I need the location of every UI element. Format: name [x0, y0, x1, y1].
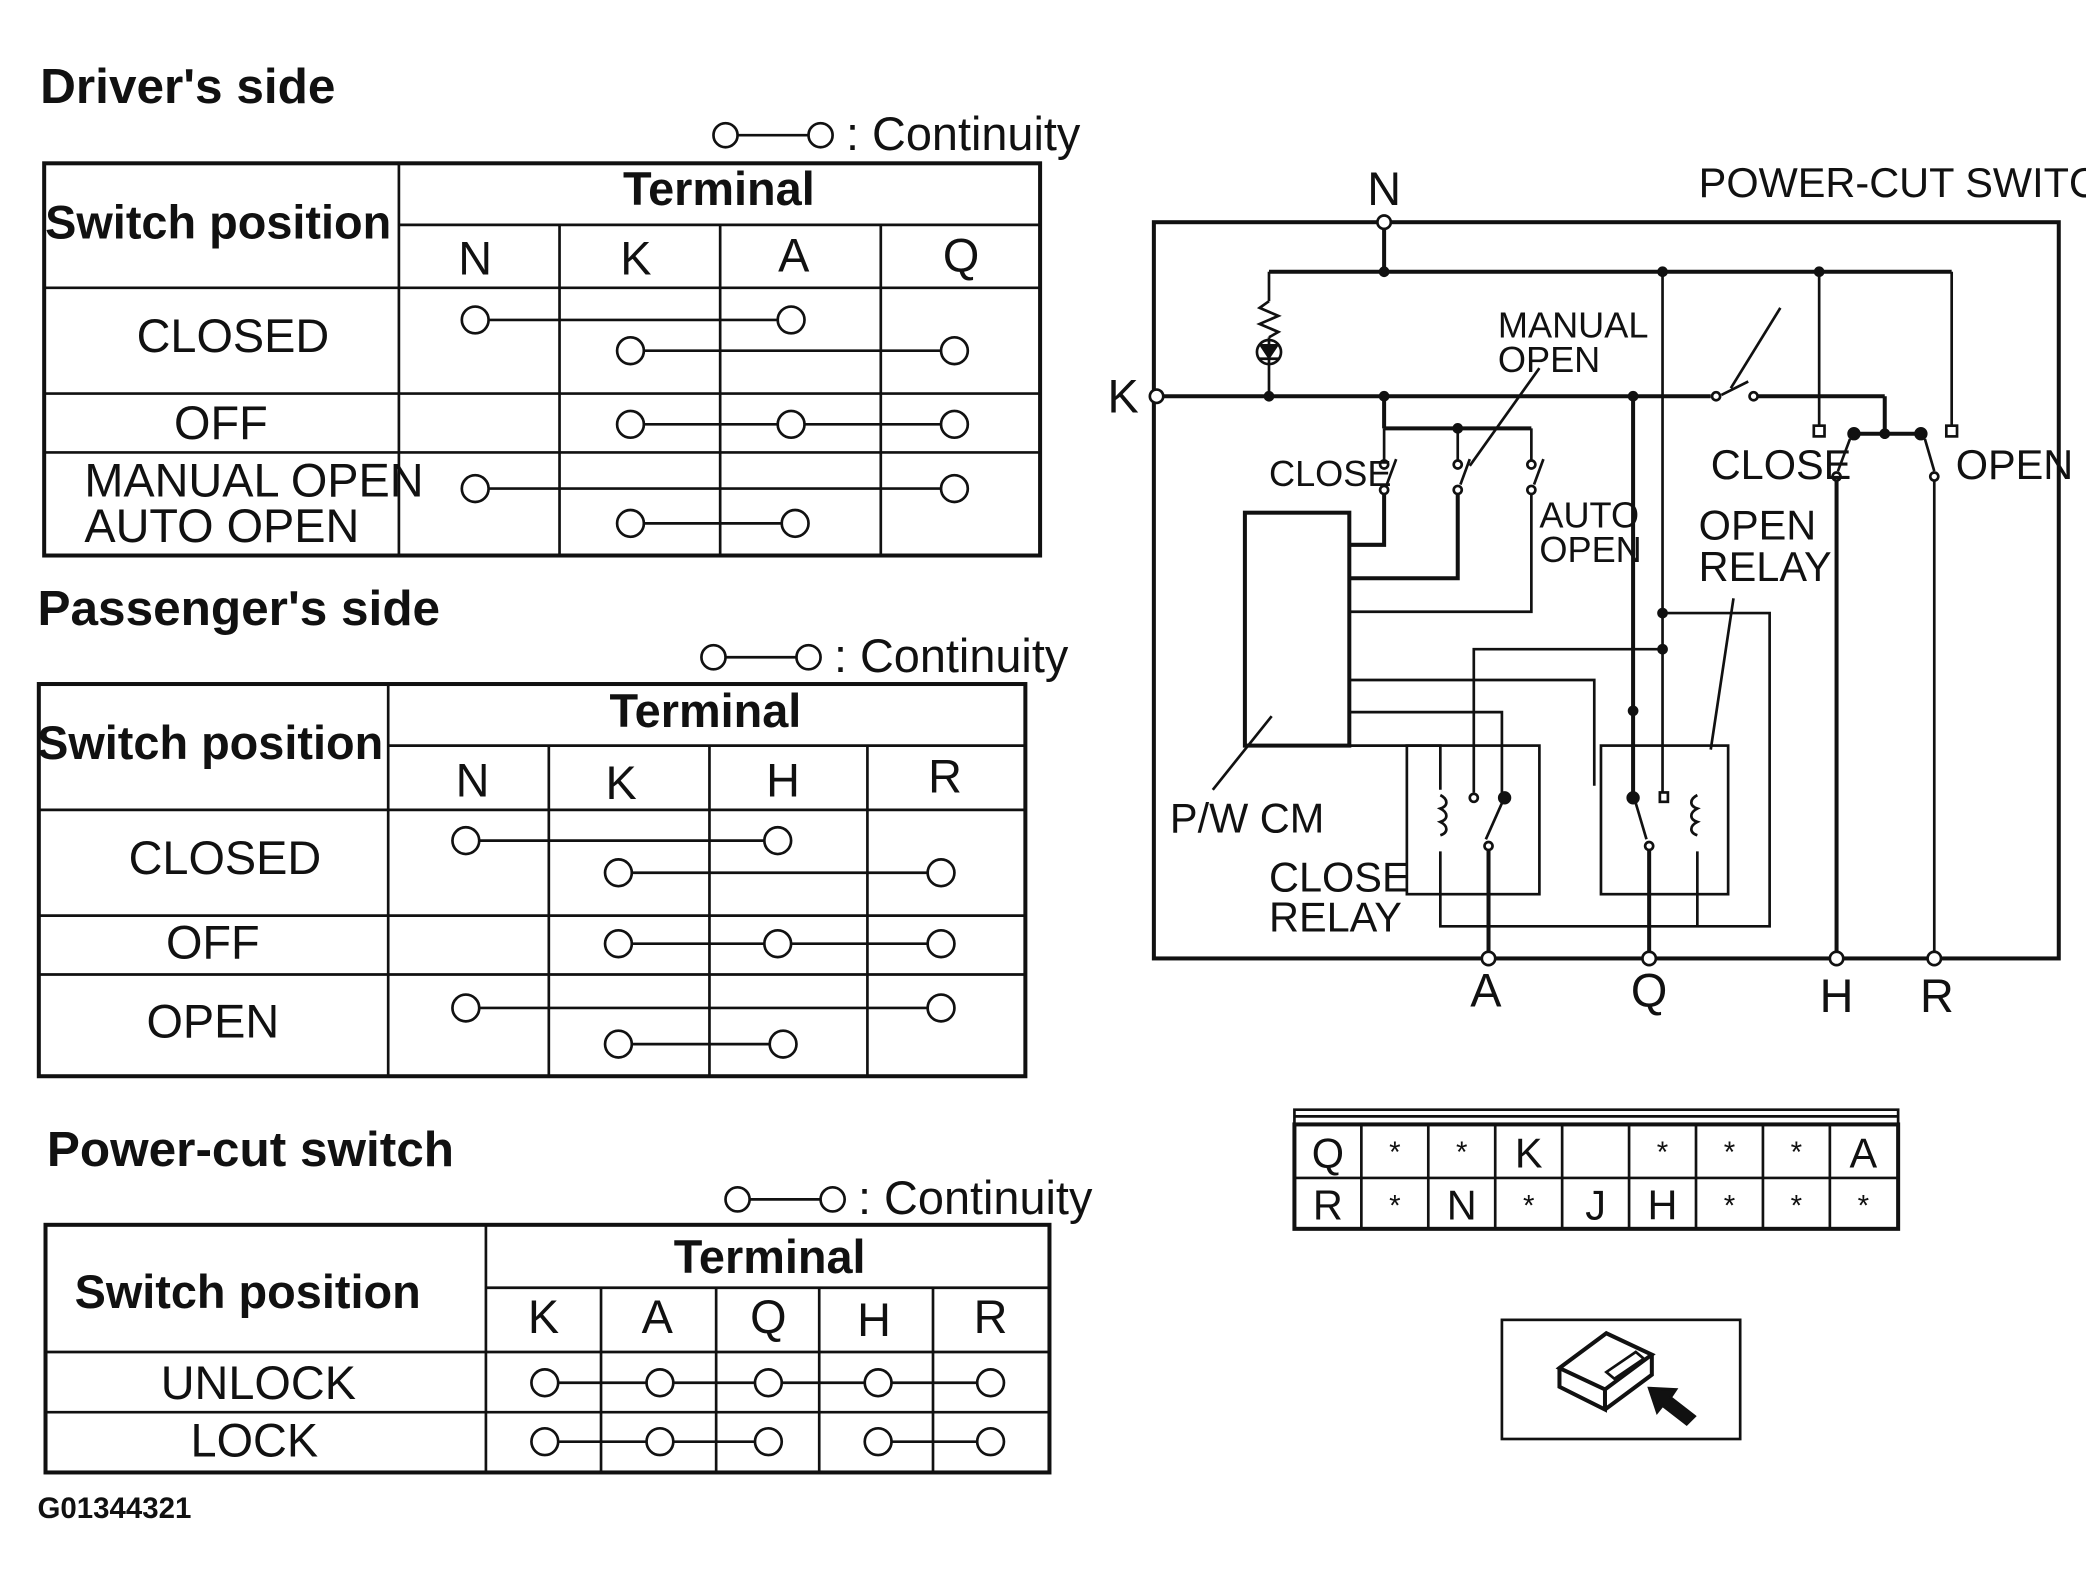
terminal-n-label: N [1367, 163, 1401, 215]
passenger-table: Switch position Terminal N K H R CLOSED … [36, 682, 1028, 1079]
powercut-table-title: Power-cut switch [47, 1122, 454, 1177]
connector-locator-icon [1500, 1318, 1742, 1441]
passenger-terminal-k: K [605, 757, 636, 809]
connector-pin-1-7: * [1724, 1136, 1735, 1169]
open-right-label: OPEN [1956, 441, 2074, 488]
close-relay-box [1405, 744, 1541, 896]
pw-cm-label: P/W CM [1170, 795, 1324, 842]
terminal-n [1376, 214, 1393, 231]
svg-text:: Continuity: : Continuity [834, 630, 1069, 682]
driver-row-manual-open: MANUAL OPEN [84, 455, 423, 507]
driver-table: Switch position Terminal N K A Q CLOSED … [42, 161, 1043, 558]
powercut-terminal-h: H [857, 1294, 891, 1346]
figure-code: G01344321 [37, 1492, 191, 1525]
driver-table-title: Driver's side [40, 59, 335, 114]
driver-row-auto-open: AUTO OPEN [84, 500, 359, 552]
passenger-row-off: OFF [166, 916, 260, 968]
svg-text:: Continuity: : Continuity [846, 108, 1081, 160]
powercut-row-unlock: UNLOCK [161, 1357, 356, 1409]
manual-open-label-2: OPEN [1498, 339, 1600, 380]
connector-pin-1-1: Q [1312, 1129, 1344, 1176]
continuity-legend-passenger: : Continuity [700, 630, 1069, 682]
connector-pin-2-9: * [1858, 1189, 1869, 1222]
terminal-a-label: A [1470, 965, 1502, 1017]
pw-cm-module [1242, 510, 1352, 748]
connector-pin-2-5: J [1585, 1181, 1606, 1228]
terminal-h-label: H [1820, 970, 1854, 1022]
connector-pin-1-4: K [1515, 1129, 1543, 1176]
connector-pin-2-2: * [1389, 1189, 1400, 1222]
driver-terminal-a: A [778, 230, 810, 282]
connector-pin-2-6: H [1648, 1181, 1678, 1228]
close-right-label: CLOSE [1711, 441, 1852, 488]
passenger-terminal-h: H [766, 754, 800, 806]
powercut-terminal-a: A [642, 1291, 674, 1343]
connector-pin-2-4: * [1523, 1189, 1534, 1222]
open-relay-label-2: RELAY [1699, 543, 1832, 590]
passenger-terminal-header: Terminal [610, 685, 802, 737]
auto-open-label-2: OPEN [1539, 529, 1641, 570]
terminal-q-label: Q [1631, 965, 1667, 1017]
close-switch-label: CLOSE [1269, 453, 1391, 494]
passenger-switch-position-header: Switch position [37, 717, 383, 769]
manual-open-label-1: MANUAL [1498, 304, 1649, 345]
driver-continuity-marks [460, 305, 970, 539]
terminal-q [1641, 950, 1658, 967]
power-cut-switch-label: POWER-CUT SWITCH [1699, 159, 2086, 206]
powercut-switch-position-header: Switch position [75, 1266, 421, 1318]
driver-switch-position-header: Switch position [45, 196, 391, 248]
passenger-row-closed: CLOSED [129, 832, 322, 884]
driver-terminal-header: Terminal [623, 163, 815, 215]
powercut-row-lock: LOCK [191, 1414, 319, 1466]
driver-terminal-q: Q [943, 230, 979, 282]
terminal-r [1926, 950, 1943, 967]
close-relay-label-2: RELAY [1269, 894, 1402, 941]
connector-pin-2-7: * [1724, 1189, 1735, 1222]
passenger-terminal-n: N [456, 754, 490, 806]
continuity-legend-powercut: : Continuity [724, 1172, 1093, 1224]
connector-pin-1-3: * [1456, 1136, 1467, 1169]
open-relay-label-1: OPEN [1699, 501, 1817, 548]
driver-terminal-n: N [458, 232, 492, 284]
continuity-legend-driver: : Continuity [712, 108, 1081, 160]
passenger-table-title: Passenger's side [37, 581, 440, 636]
connector-pin-1-9: A [1849, 1129, 1877, 1176]
passenger-continuity-marks [451, 825, 956, 1059]
powercut-terminal-q: Q [750, 1291, 786, 1343]
driver-terminal-k: K [620, 232, 651, 284]
terminal-k-label: K [1107, 370, 1138, 422]
driver-row-closed: CLOSED [137, 310, 330, 362]
connector-pin-1-6: * [1657, 1136, 1668, 1169]
schematic: N K A Q H R POWER-CUT SWITCH MANUAL OPEN… [1107, 159, 2086, 1022]
connector-pin-1-8: * [1791, 1136, 1802, 1169]
passenger-row-open: OPEN [146, 995, 279, 1047]
powercut-terminal-k: K [528, 1291, 559, 1343]
powercut-continuity-marks [530, 1368, 1006, 1457]
passenger-terminal-r: R [928, 750, 962, 802]
schematic-outline [1151, 220, 2061, 961]
terminal-h [1828, 950, 1845, 967]
connector-pin-1-2: * [1389, 1136, 1400, 1169]
powercut-terminal-header: Terminal [674, 1231, 866, 1283]
diode-icon [1255, 338, 1283, 366]
terminal-r-label: R [1920, 970, 1954, 1022]
svg-text:: Continuity: : Continuity [858, 1172, 1093, 1224]
auto-open-label-1: AUTO [1539, 494, 1639, 535]
connector-pin-2-8: * [1791, 1189, 1802, 1222]
connector-pin-2-3: N [1447, 1181, 1477, 1228]
powercut-terminal-r: R [974, 1291, 1008, 1343]
connector-pin-2-1: R [1313, 1181, 1343, 1228]
close-relay-label-1: CLOSE [1269, 854, 1410, 901]
driver-row-off: OFF [174, 397, 268, 449]
terminal-a [1480, 950, 1497, 967]
powercut-table: Switch position Terminal K A Q H R UNLOC… [43, 1222, 1052, 1475]
terminal-k [1148, 388, 1165, 405]
open-relay-box [1599, 744, 1730, 896]
